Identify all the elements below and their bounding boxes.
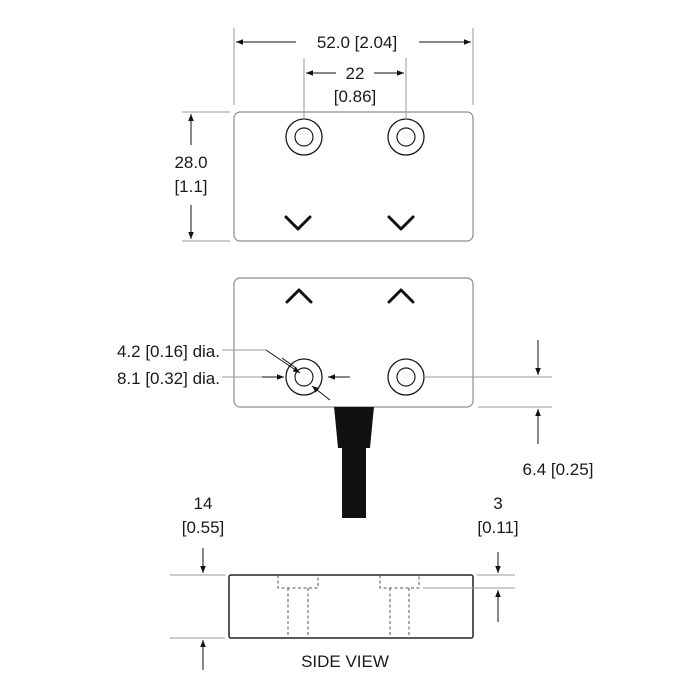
dimension-counterbore: 3 [0.11] xyxy=(423,494,519,622)
dimension-overall-width: 52.0 [2.04] xyxy=(233,28,474,105)
magnet-body-outline xyxy=(233,111,474,242)
dimension-hole-offset: 6.4 [0.25] xyxy=(424,340,593,479)
top-view-magnet xyxy=(233,111,474,242)
height-in-label: [1.1] xyxy=(174,177,207,196)
hidden-hole-right xyxy=(379,575,420,638)
chevron-down-icon xyxy=(284,215,312,231)
overall-width-label: 52.0 [2.04] xyxy=(317,33,397,52)
chevron-up-icon xyxy=(387,288,415,304)
mounting-hole-right xyxy=(387,118,425,156)
hole-spacing-mm-label: 22 xyxy=(346,64,365,83)
side-view: SIDE VIEW xyxy=(228,574,474,671)
thickness-mm-label: 14 xyxy=(194,494,213,513)
outer-diameter-label: 8.1 [0.32] dia. xyxy=(117,369,220,388)
height-mm-label: 28.0 xyxy=(174,153,207,172)
cable-strain-relief xyxy=(334,406,374,448)
switch-body-outline xyxy=(233,277,474,408)
hidden-hole-left xyxy=(277,575,319,638)
dimension-thickness: 14 [0.55] xyxy=(170,494,225,670)
cable xyxy=(342,446,366,518)
counterbore-mm-label: 3 xyxy=(493,494,502,513)
dimension-height: 28.0 [1.1] xyxy=(174,111,230,242)
hole-offset-label: 6.4 [0.25] xyxy=(523,460,594,479)
mounting-hole-right xyxy=(387,358,425,396)
side-view-body xyxy=(228,574,474,639)
dimension-hole-spacing: 22 [0.86] xyxy=(303,58,407,120)
side-view-label: SIDE VIEW xyxy=(301,652,389,671)
dimension-hole-diameters: 4.2 [0.16] dia. 8.1 [0.32] dia. xyxy=(117,342,350,401)
chevron-up-icon xyxy=(285,288,313,304)
hole-spacing-in-label: [0.86] xyxy=(334,87,377,106)
mounting-hole-left xyxy=(285,118,323,156)
thickness-in-label: [0.55] xyxy=(182,518,225,537)
counterbore-in-label: [0.11] xyxy=(477,518,518,537)
chevron-down-icon xyxy=(387,215,415,231)
inner-diameter-label: 4.2 [0.16] dia. xyxy=(117,342,220,361)
top-view-switch xyxy=(233,277,474,518)
